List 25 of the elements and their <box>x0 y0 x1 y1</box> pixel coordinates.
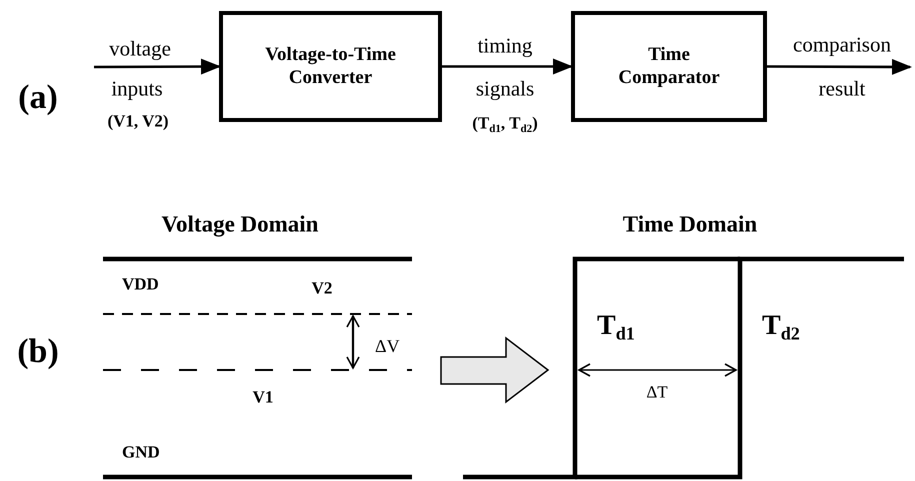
signal-label: inputs <box>111 78 163 100</box>
signal-label: comparison <box>793 34 891 56</box>
arrow <box>94 58 221 75</box>
level-label: V2 <box>312 280 332 296</box>
signal-label: result <box>818 78 866 100</box>
process-box: Voltage-to-Time Converter <box>219 11 442 122</box>
panel-label: (b) <box>17 335 59 369</box>
dimension-label: ΔT <box>646 384 668 400</box>
level-label: V1 <box>252 388 274 406</box>
delay-label: T$_{d2}$ <box>762 312 800 340</box>
level-label: GND <box>122 444 160 460</box>
panel-label: (a) <box>18 81 58 115</box>
heading: Time Domain <box>622 212 758 236</box>
signal-label: (V1, V2) <box>107 112 169 130</box>
arrow <box>767 58 912 75</box>
arrow <box>442 58 573 74</box>
signal-label: timing <box>478 36 532 56</box>
signal-label: (T$_{d1}$, T$_{d2}$) <box>472 114 538 132</box>
level-label: VDD <box>122 276 159 292</box>
dimension-label: ΔV <box>375 337 400 355</box>
signal-label: signals <box>476 78 534 100</box>
heading: Voltage Domain <box>162 212 318 236</box>
signal-label: voltage <box>109 38 171 60</box>
delay-label: T$_{d1}$ <box>597 312 635 340</box>
process-box: Time Comparator <box>571 11 767 122</box>
